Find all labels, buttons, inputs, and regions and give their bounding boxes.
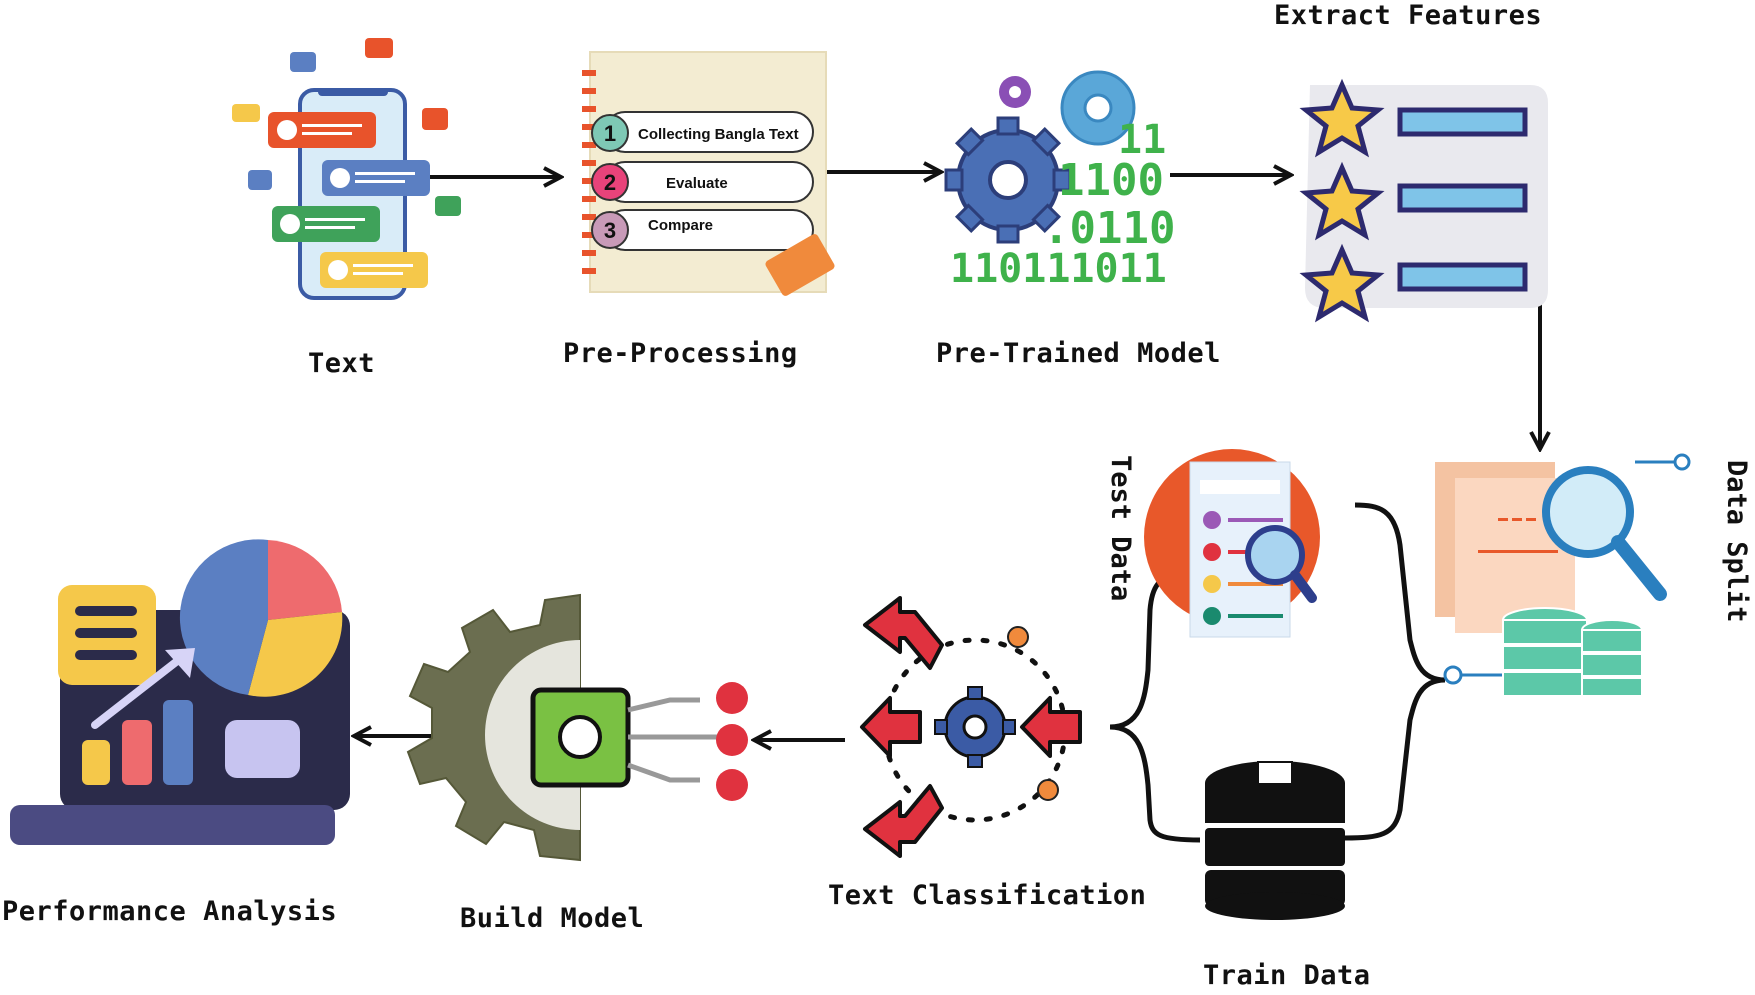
classification-brace-lower bbox=[1109, 724, 1201, 843]
label-train-data: Train Data bbox=[1203, 960, 1371, 991]
label-pretrained: Pre-Trained Model bbox=[936, 338, 1221, 369]
preprocessing-step-2-num: 2 bbox=[604, 170, 616, 195]
pretrained-binary-2: .0110 bbox=[1043, 203, 1175, 254]
performance-laptop-icon bbox=[10, 539, 350, 845]
preprocessing-step-1-text: Collecting Bangla Text bbox=[638, 126, 799, 143]
preprocessing-notebook-icon bbox=[582, 51, 835, 296]
label-preprocessing: Pre-Processing bbox=[563, 338, 798, 369]
datasplit-brace-lower bbox=[1344, 677, 1446, 841]
pretrained-binary-3: 110111011 bbox=[950, 246, 1167, 292]
label-build-model: Build Model bbox=[460, 903, 645, 934]
pretrained-gears-icon bbox=[944, 70, 1136, 244]
preprocessing-step-3-text: Compare bbox=[648, 217, 713, 234]
label-performance-analysis: Performance Analysis bbox=[2, 896, 338, 927]
pretrained-binary-1: 1100 bbox=[1058, 155, 1164, 206]
buildmodel-icon bbox=[406, 593, 748, 862]
datasplit-brace bbox=[1354, 502, 1446, 683]
text-phone-icon bbox=[232, 38, 461, 300]
preprocessing-step-1-num: 1 bbox=[604, 121, 616, 146]
traindata-icon bbox=[1205, 761, 1345, 920]
preprocessing-step-3-num: 3 bbox=[604, 218, 616, 243]
label-test-data: Test Data bbox=[1105, 455, 1136, 602]
datasplit-icon bbox=[1435, 453, 1691, 697]
classification-icon bbox=[860, 596, 1082, 858]
label-text: Text bbox=[308, 348, 376, 379]
testdata-icon bbox=[1144, 449, 1320, 638]
extract-features-icon bbox=[1299, 78, 1548, 323]
label-extract-features: Extract Features bbox=[1274, 0, 1543, 31]
label-data-split: Data Split bbox=[1721, 460, 1752, 623]
label-text-classification: Text Classification bbox=[828, 880, 1147, 911]
pretrained-binary-top: 11 bbox=[1118, 117, 1166, 163]
preprocessing-step-2-text: Evaluate bbox=[666, 175, 728, 192]
